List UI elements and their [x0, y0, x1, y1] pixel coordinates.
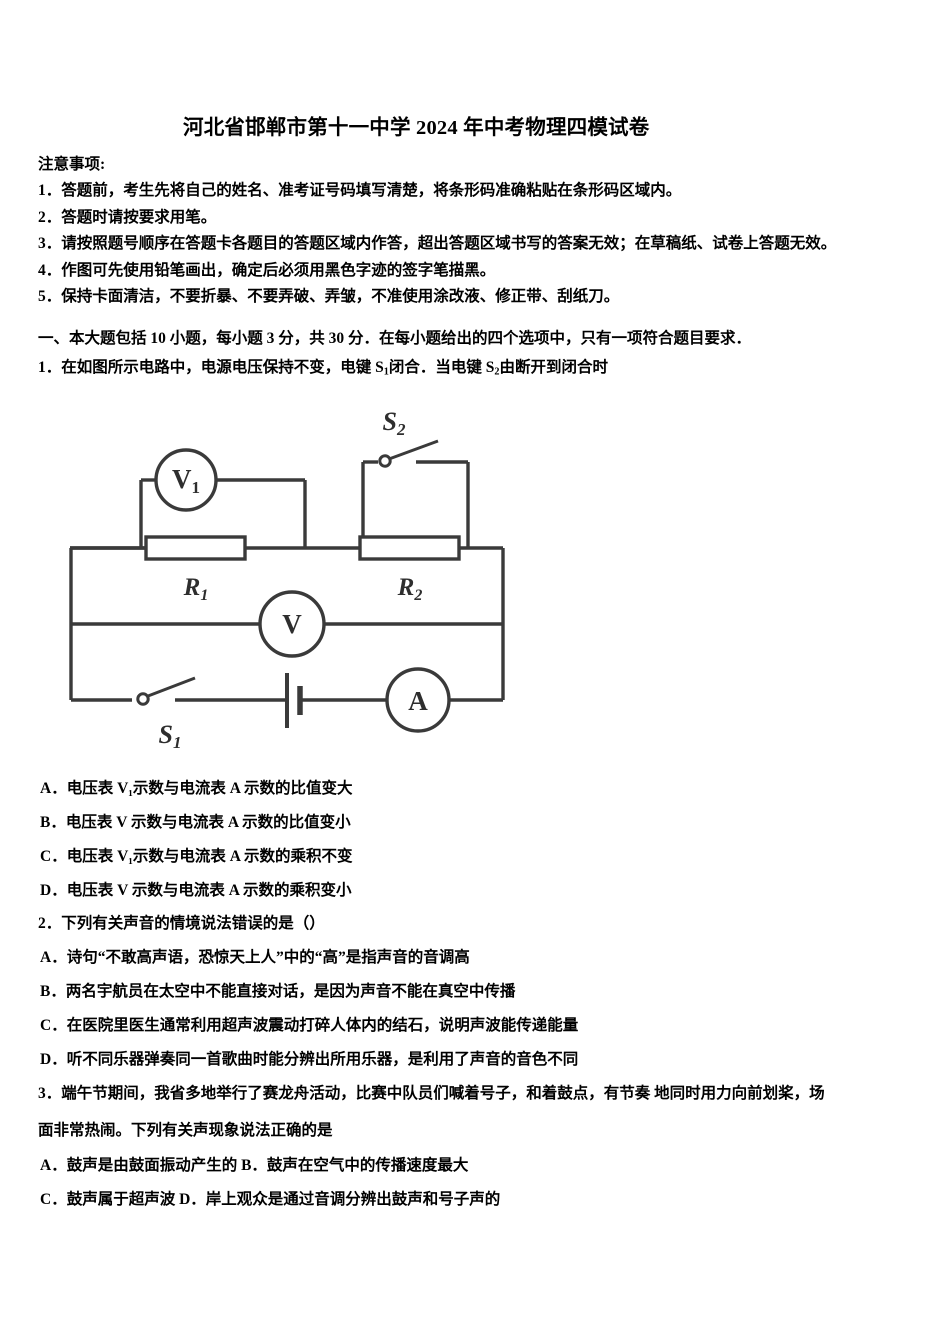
notice-heading: 注意事项: — [38, 156, 106, 173]
switch-s1-pivot — [136, 692, 150, 706]
question-1-stem-sub-1: 1 — [383, 366, 389, 378]
question-1-stem-sub-2: 2 — [494, 366, 500, 378]
resistor-r2-label: R2 — [397, 574, 423, 604]
page-title: 河北省邯郸市第十一中学 2024 年中考物理四模试卷 — [183, 117, 650, 139]
question-1-stem-part-2: 闭合．当电键 S — [388, 359, 495, 376]
question-1-stem-part-1: 1．在如图所示电路中，电源电压保持不变，电键 S — [38, 359, 384, 376]
voltmeter-v1-circle — [154, 448, 218, 512]
question-3-stem-line-2: 面非常热闹。下列有关声现象说法正确的是 — [38, 1122, 333, 1139]
ammeter-a-circle — [385, 667, 451, 733]
question-1-option-d: D．电压表 V 示数与电流表 A 示数的乘积变小 — [40, 882, 352, 899]
question-1-option-a: A．电压表 V₁示数与电流表 A 示数的比值变大 — [40, 780, 353, 797]
notice-item: 3．请按照题号顺序在答题卡各题目的答题区域内作答，超出答题区域书写的答案无效；在… — [38, 235, 837, 252]
switch-s1-label: S1 — [159, 720, 182, 752]
question-1-option-c: C．电压表 V₁示数与电流表 A 示数的乘积不变 — [40, 848, 353, 865]
question-2-option-a: A．诗句“不敢高声语，恐惊天上人”中的“高”是指声音的音调高 — [40, 949, 470, 966]
question-2-option-b: B．两名宇航员在太空中不能直接对话，是因为声音不能在真空中传播 — [40, 983, 516, 1000]
section-heading: 一、本大题包括 10 小题，每小题 3 分，共 30 分．在每小题给出的四个选项… — [38, 330, 752, 347]
ammeter-a-label: A — [408, 686, 428, 716]
question-2-option-d: D．听不同乐器弹奏同一首歌曲时能分辨出所用乐器，是利用了声音的音色不同 — [40, 1051, 579, 1068]
notice-item: 5．保持卡面清洁，不要折暴、不要弄破、弄皱，不准使用涂改液、修正带、刮纸刀。 — [38, 288, 620, 305]
question-1-stem: 1．在如图所示电路中，电源电压保持不变，电键 S1闭合．当电键 S2由断开到闭合… — [38, 355, 608, 377]
voltmeter-v-circle — [258, 590, 326, 658]
circuit-diagram-svg: V1 V A R1 R2 S1 S2 — [69, 407, 505, 752]
notice-item: 1．答题前，考生先将自己的姓名、准考证号码填写清楚，将条形码准确粘贴在条形码区域… — [38, 182, 682, 199]
question-2-option-c: C．在医院里医生通常利用超声波震动打碎人体内的结石，说明声波能传递能量 — [40, 1017, 579, 1034]
voltmeter-v1-label: V1 — [172, 464, 200, 497]
notice-item: 2．答题时请按要求用笔。 — [38, 208, 217, 226]
switch-s2-pivot — [378, 454, 392, 468]
resistor-r1-label: R1 — [183, 574, 209, 604]
voltmeter-v-label: V — [282, 609, 302, 639]
switch-s2-label: S2 — [383, 407, 406, 439]
question-3-options-line-2: C．鼓声属于超声波 D．岸上观众是通过音调分辨出鼓声和号子声的 — [40, 1191, 501, 1208]
resistor-r2-body — [358, 535, 461, 561]
notice-block: 注意事项: 1．答题前，考生先将自己的姓名、准考证号码填写清楚，将条形码准确粘贴… — [38, 152, 928, 311]
question-1-stem-part-3: 由断开到闭合时 — [499, 359, 608, 376]
resistor-r1-body — [144, 535, 247, 561]
notice-list: 1．答题前，考生先将自己的姓名、准考证号码填写清楚，将条形码准确粘贴在条形码区域… — [38, 178, 928, 311]
switch-s2-blade — [388, 439, 439, 461]
notice-item: 4．作图可先使用铅笔画出，确定后必须用黑色字迹的签字笔描黑。 — [38, 261, 496, 279]
question-3-options-line-1: A．鼓声是由鼓面振动产生的 B．鼓声在空气中的传播速度最大 — [40, 1157, 469, 1174]
question-3-stem-line-1: 3．端午节期间，我省多地举行了赛龙舟活动，比赛中队员们喊着号子，和着鼓点，有节奏… — [38, 1085, 825, 1102]
question-1-option-b: B．电压表 V 示数与电流表 A 示数的比值变小 — [40, 814, 351, 831]
question-2-stem: 2．下列有关声音的情境说法错误的是（） — [38, 915, 325, 932]
switch-s1-blade — [147, 676, 196, 698]
circuit-diagram-figure: V1 V A R1 R2 S1 S2 — [60, 398, 550, 760]
